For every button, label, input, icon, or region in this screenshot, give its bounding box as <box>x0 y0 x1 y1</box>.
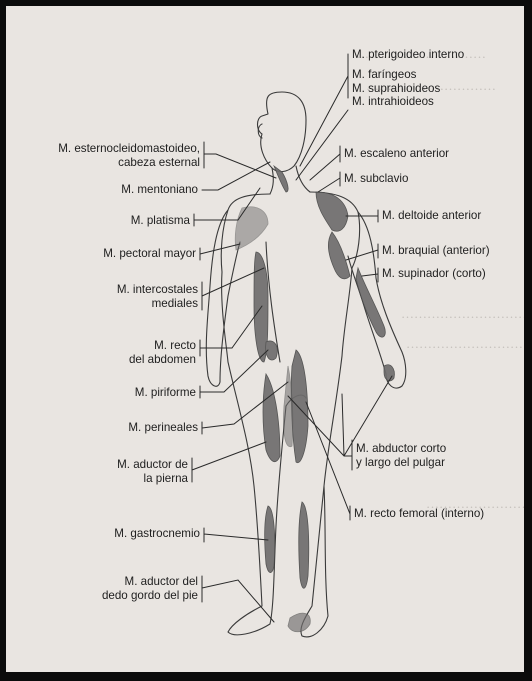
label-pectoral-mayor: M. pectoral mayor <box>103 247 196 261</box>
anatomy-figure <box>6 6 524 672</box>
leader-esternocleido <box>204 142 276 178</box>
label-aductor-de-la-pierna: M. aductor de la pierna <box>117 458 188 485</box>
label-pterigoideo-interno: M. pterigoideo interno <box>352 48 464 62</box>
label-intercostales-mediales: M. intercostales mediales <box>117 283 198 310</box>
label-faringeos-hioideos: M. faríngeos M. suprahioideos M. intrahi… <box>352 68 440 109</box>
leader-aductor-pierna <box>192 442 266 482</box>
leader-subclavio <box>318 172 340 192</box>
muscle-pectoral <box>235 207 268 250</box>
label-abductor-pulgar: M. abductor corto y largo del pulgar <box>356 442 446 469</box>
leader-pectoral <box>200 244 240 260</box>
leader-mentoniano <box>202 162 270 190</box>
label-recto-femoral-interno: M. recto femoral (interno) <box>354 507 484 521</box>
label-recto-del-abdomen: M. recto del abdomen <box>129 339 196 366</box>
muscle-foot <box>288 613 310 632</box>
muscle-sternocleidomastoid <box>274 166 288 192</box>
label-deltoide-anterior: M. deltoide anterior <box>382 209 481 223</box>
label-perineales: M. perineales <box>128 421 198 435</box>
muscle-adductor <box>263 374 280 462</box>
leader-pterigoideo <box>300 54 348 166</box>
label-mentoniano: M. mentoniano <box>121 183 198 197</box>
label-subclavio: M. subclavio <box>344 172 408 186</box>
leader-aductor-dedo <box>202 576 274 622</box>
muscle-gastrocnemius <box>265 506 275 573</box>
leader-deltoide <box>346 210 378 222</box>
muscle-rectus-femoris <box>291 350 308 463</box>
leader-recto-abdomen <box>200 306 262 356</box>
leader-recto-femoral <box>306 402 350 520</box>
muscle-thumb <box>384 365 394 381</box>
right-leg-outline <box>228 362 286 635</box>
label-aductor-del-dedo-gordo: M. aductor del dedo gordo del pie <box>102 575 198 602</box>
label-piriforme: M. piriforme <box>135 386 196 400</box>
label-esternocleidomastoideo: M. esternocleidomastoideo, cabeza estern… <box>58 142 200 169</box>
head-outline <box>258 92 307 172</box>
book-page-photo: ………………………… ………………………… ………………………… …………………… <box>6 6 524 672</box>
muscle-tibialis <box>299 502 309 588</box>
leader-escaleno <box>310 146 340 180</box>
leader-braquial <box>346 244 378 260</box>
left-arm-outline <box>348 212 406 388</box>
label-supinador-corto: M. supinador (corto) <box>382 267 486 281</box>
label-braquial-anterior: M. braquial (anterior) <box>382 244 490 258</box>
label-gastrocnemio: M. gastrocnemio <box>114 527 200 541</box>
label-platisma: M. platisma <box>131 214 190 228</box>
label-escaleno-anterior: M. escaleno anterior <box>344 147 449 161</box>
leader-piriforme <box>200 350 268 398</box>
muscle-biceps <box>328 232 350 279</box>
